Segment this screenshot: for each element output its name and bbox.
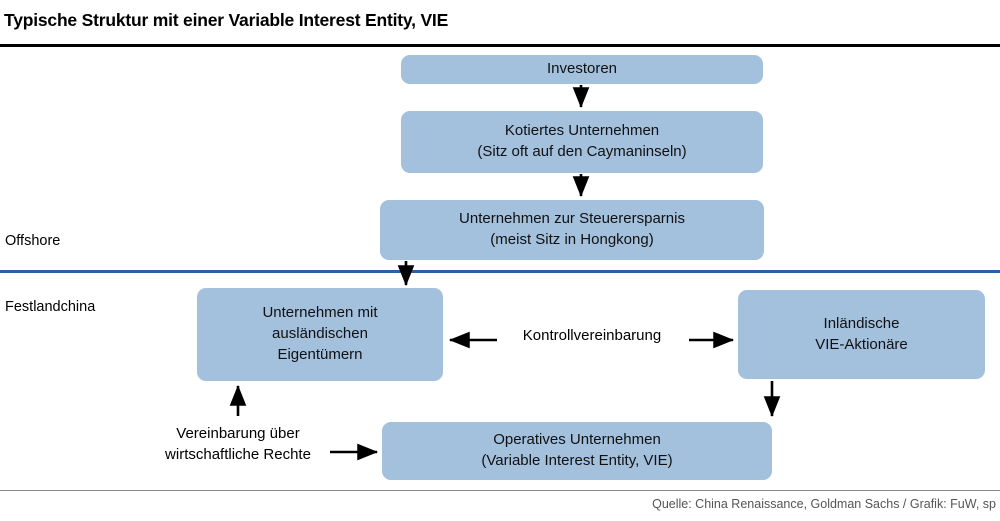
title-divider-rule xyxy=(0,44,1000,47)
node-kotiertes-line2: (Sitz oft auf den Caymaninseln) xyxy=(477,143,687,160)
node-inlaend-line2: VIE-Aktionäre xyxy=(815,335,908,353)
node-steuer-line1: Unternehmen zur Steuerersparnis xyxy=(459,210,685,228)
node-kotiertes-line1: Kotiertes Unternehmen xyxy=(504,122,660,140)
node-operativ-line2: (Variable Interest Entity, VIE) xyxy=(481,452,673,469)
node-inlaendische-vie-aktionaere: Inländische VIE-Aktionäre xyxy=(738,290,985,379)
node-kotiertes-unternehmen: Kotiertes Unternehmen (Sitz oft auf den … xyxy=(401,111,763,173)
page-title: Typische Struktur mit einer Variable Int… xyxy=(4,10,449,30)
zone-label-festlandchina: Festlandchina xyxy=(5,299,96,315)
edge-label-wirtschaftliche-rechte-line1: Vereinbarung über xyxy=(176,425,300,442)
source-divider-rule xyxy=(0,490,1000,491)
edge-label-kontrollvereinbarung: Kontrollvereinbarung xyxy=(522,327,662,344)
node-steuer-line2: (meist Sitz in Hongkong) xyxy=(490,231,654,248)
node-auslaend-line1: Unternehmen mit xyxy=(262,304,378,322)
edge-label-wirtschaftliche-rechte: Vereinbarung über wirtschaftliche Rechte xyxy=(148,423,328,465)
node-unternehmen-steuerersparnis: Unternehmen zur Steuerersparnis (meist S… xyxy=(380,200,764,260)
node-auslaend-line2: ausländischen xyxy=(272,325,368,343)
source-note: Quelle: China Renaissance, Goldman Sachs… xyxy=(652,497,996,511)
node-operatives-unternehmen: Operatives Unternehmen (Variable Interes… xyxy=(382,422,772,480)
node-unternehmen-auslaendische-eigentuemer: Unternehmen mit ausländischen Eigentümer… xyxy=(197,288,443,381)
edge-label-wirtschaftliche-rechte-line2: wirtschaftliche Rechte xyxy=(165,446,311,463)
node-operativ-line1: Operatives Unternehmen xyxy=(493,431,661,449)
node-investoren: Investoren xyxy=(401,55,763,84)
offshore-mainland-divider xyxy=(0,270,1000,273)
node-investoren-line1: Investoren xyxy=(546,60,618,78)
node-inlaend-line1: Inländische xyxy=(823,314,900,332)
node-auslaend-line3: Eigentümern xyxy=(277,345,363,363)
zone-label-offshore: Offshore xyxy=(5,233,61,249)
